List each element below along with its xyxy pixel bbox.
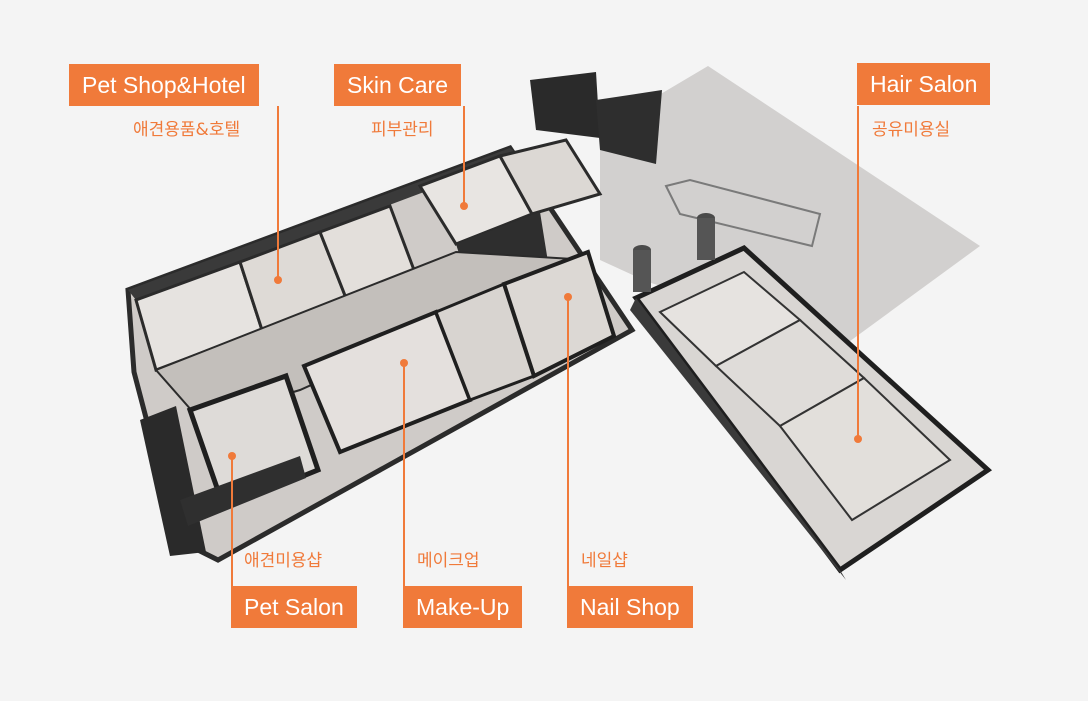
sublabel-nail-shop: 네일샵 [581,551,628,571]
dot-make-up [400,359,408,367]
leader-skin-care [463,106,465,204]
label-pet-shop-hotel: Pet Shop&Hotel [69,64,259,106]
leader-hair-salon [857,106,859,438]
column-body [697,218,715,260]
hair-salon-glass-front [630,298,846,580]
ramp [664,178,822,248]
sublabel-pet-shop-hotel: 애견용품&호텔 [133,120,241,140]
brick-block-top [530,72,600,138]
brick-block-top-2 [596,90,662,164]
brick-wall-front [180,456,306,526]
column-2-body [633,250,651,292]
leader-pet-salon [231,456,233,586]
room-skin-care-2 [497,138,603,216]
room-nail-shop [501,249,617,379]
leader-pet-shop-hotel [277,106,279,278]
dot-nail-shop [564,293,572,301]
sublabel-pet-salon: 애견미용샵 [244,551,323,571]
leader-nail-shop [567,297,569,587]
dot-hair-salon [854,435,862,443]
dot-skin-care [460,202,468,210]
label-hair-salon: Hair Salon [857,63,991,105]
leader-make-up [403,363,405,587]
label-pet-salon: Pet Salon [231,586,357,628]
label-nail-shop: Nail Shop [567,586,693,628]
sublabel-make-up: 메이크업 [417,551,480,571]
dot-pet-shop-hotel [274,276,282,284]
hair-salon-inner-3 [778,376,952,522]
label-make-up: Make-Up [403,586,523,628]
dot-pet-salon [228,452,236,460]
label-skin-care: Skin Care [334,64,461,106]
sublabel-skin-care: 피부관리 [371,120,434,140]
sublabel-hair-salon: 공유미용실 [872,120,951,140]
